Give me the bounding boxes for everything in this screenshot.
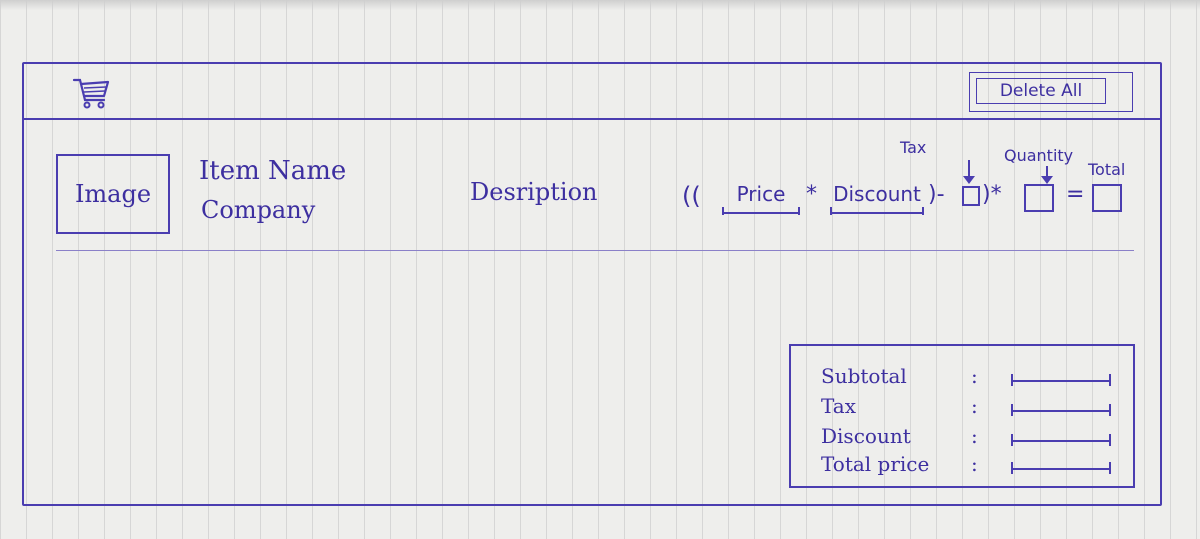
tax-caption: Tax (900, 138, 927, 157)
price-label: Price (736, 182, 786, 206)
item-row-divider (56, 250, 1134, 251)
order-summary: Subtotal : Tax : Discount : Total price … (789, 344, 1135, 488)
quantity-caption: Quantity (1004, 146, 1074, 165)
quantity-arrow-icon (1041, 166, 1053, 184)
discount-colon: : (971, 424, 978, 448)
formula-close-minus: )- (928, 182, 945, 207)
cart-icon[interactable] (72, 74, 112, 110)
subtotal-value (1011, 374, 1111, 386)
item-name: Item Name (199, 156, 347, 186)
tax-arrow-icon (963, 160, 975, 184)
total-box[interactable] (1092, 184, 1122, 212)
discount-field[interactable]: Discount (830, 182, 924, 215)
formula-equals: = (1066, 182, 1085, 207)
tax-box[interactable] (962, 186, 980, 206)
formula-multiply: * (806, 182, 817, 207)
discount-summary-label: Discount (821, 424, 911, 448)
total-caption: Total (1088, 160, 1126, 179)
cart-page: Delete All Image Item Name Company Desri… (22, 62, 1162, 506)
item-description: Desription (470, 178, 598, 206)
total-price-label: Total price (821, 452, 930, 476)
item-image-placeholder: Image (74, 180, 152, 208)
item-image: Image (56, 154, 170, 234)
paper-edge (0, 0, 1200, 10)
tax-value (1011, 404, 1111, 416)
discount-value-line (830, 207, 924, 215)
total-price-value (1011, 462, 1111, 474)
subtotal-colon: : (971, 364, 978, 388)
discount-value (1011, 434, 1111, 446)
quantity-box[interactable] (1024, 184, 1054, 212)
item-company: Company (201, 196, 316, 224)
total-price-colon: : (971, 452, 978, 476)
price-field[interactable]: Price (722, 182, 800, 215)
delete-all-button[interactable]: Delete All (976, 78, 1106, 104)
price-value-line (722, 207, 800, 215)
subtotal-label: Subtotal (821, 364, 907, 388)
tax-colon: : (971, 394, 978, 418)
header-bar: Delete All (24, 64, 1160, 120)
tax-label: Tax (821, 394, 856, 418)
discount-label: Discount (833, 182, 921, 206)
delete-all-container: Delete All (969, 72, 1133, 112)
formula-open-parens: (( (682, 182, 701, 210)
formula-close-multiply: )* (982, 182, 1002, 207)
